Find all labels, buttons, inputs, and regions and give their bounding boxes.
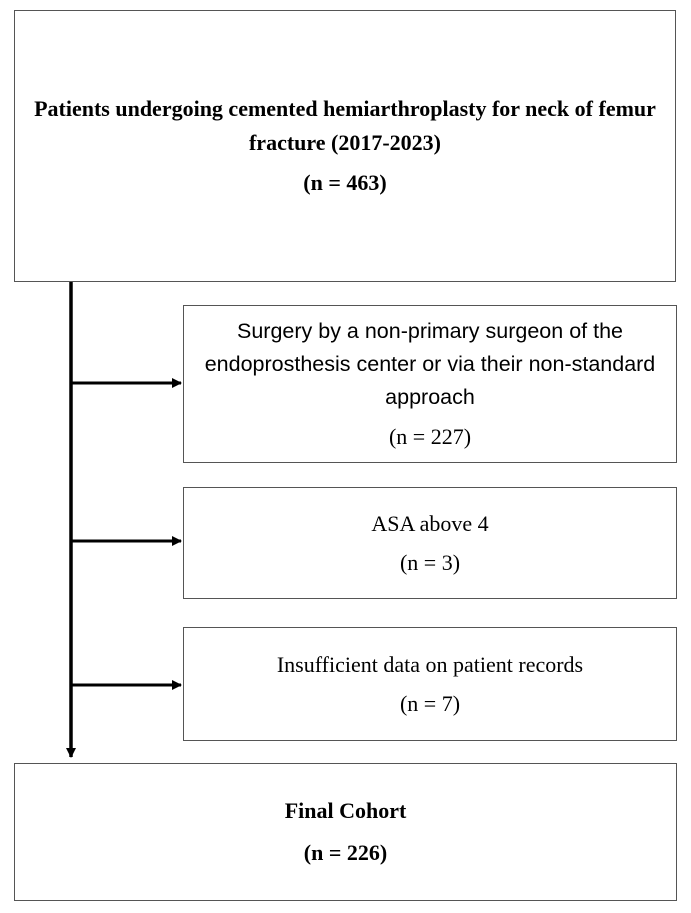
exclusion-description: ASA above 4 xyxy=(371,511,489,536)
initial-population-box: Patients undergoing cemented hemiarthrop… xyxy=(14,10,676,282)
exclusion-box-non-primary-surgeon: Surgery by a non-primary surgeon of the … xyxy=(183,305,677,463)
exclusion-count: (n = 227) xyxy=(388,424,472,449)
initial-population-count: (n = 463) xyxy=(303,170,387,195)
final-cohort-title: Final Cohort xyxy=(284,798,407,823)
exclusion-box-asa: ASA above 4 (n = 3) xyxy=(183,487,677,599)
exclusion-description: Insufficient data on patient records xyxy=(276,652,584,677)
initial-population-title: Patients undergoing cemented hemiarthrop… xyxy=(34,96,656,155)
final-cohort-count: (n = 226) xyxy=(303,840,388,865)
exclusion-count: (n = 3) xyxy=(399,550,461,575)
exclusion-box-insufficient-data: Insufficient data on patient records (n … xyxy=(183,627,677,741)
exclusion-count: (n = 7) xyxy=(399,691,461,716)
exclusion-description: Surgery by a non-primary surgeon of the … xyxy=(204,319,656,409)
final-cohort-box: Final Cohort (n = 226) xyxy=(14,763,677,901)
